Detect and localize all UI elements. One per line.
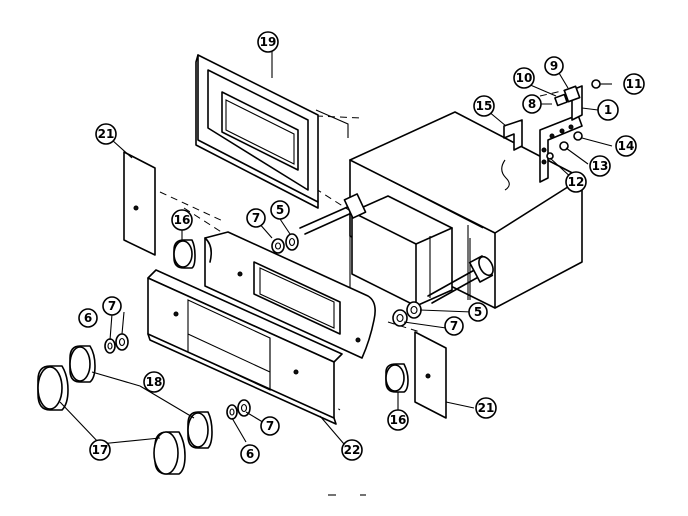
chassis-box	[349, 111, 583, 309]
dial-panel	[204, 231, 376, 359]
knob-part-16-right	[385, 363, 409, 393]
callout-21-left: 21	[95, 123, 117, 145]
svg-text:6: 6	[84, 311, 92, 325]
svg-text:7: 7	[252, 211, 260, 225]
callout-19: 19	[257, 31, 279, 53]
svg-text:21: 21	[478, 401, 495, 415]
svg-text:7: 7	[450, 319, 458, 333]
svg-text:6: 6	[246, 447, 254, 461]
callout-11: 11	[623, 73, 645, 95]
knob-part-17-right	[153, 431, 186, 475]
callout-16-left: 16	[171, 209, 193, 231]
knob-part-16-left	[173, 239, 196, 269]
svg-text:21: 21	[98, 127, 115, 141]
svg-text:16: 16	[390, 413, 407, 427]
bezel-frame-part-19	[195, 54, 349, 209]
knob-part-18-left	[69, 345, 96, 383]
svg-text:14: 14	[618, 139, 635, 153]
callout-6-left: 6	[78, 308, 98, 328]
callout-18: 18	[143, 371, 165, 393]
svg-text:7: 7	[266, 419, 274, 433]
clip-part-15	[503, 119, 523, 151]
front-panel-part-22	[147, 269, 343, 425]
callout-14: 14	[615, 135, 637, 157]
svg-text:1: 1	[604, 103, 612, 117]
svg-text:10: 10	[516, 71, 533, 85]
knob-part-18-right	[187, 411, 213, 449]
callout-7-bottom: 7	[260, 416, 280, 436]
callouts: 19 21 21 16 16 7 7 7 7 5 5 6 6 15 10 9 8…	[78, 31, 645, 464]
svg-text:16: 16	[174, 213, 191, 227]
callout-7-left: 7	[102, 296, 122, 316]
svg-text:19: 19	[260, 35, 277, 49]
svg-text:8: 8	[528, 97, 536, 111]
svg-text:13: 13	[592, 159, 609, 173]
callout-1: 1	[597, 99, 619, 121]
svg-text:17: 17	[92, 443, 109, 457]
callout-7-right: 7	[444, 316, 464, 336]
callout-16-right: 16	[387, 409, 409, 431]
callout-21-right: 21	[475, 397, 497, 419]
control-shafts	[299, 193, 494, 304]
washers-upper	[271, 233, 299, 254]
svg-text:5: 5	[474, 305, 482, 319]
svg-text:5: 5	[276, 203, 284, 217]
callout-17: 17	[89, 439, 111, 461]
washers-left-lower	[104, 333, 129, 354]
svg-text:15: 15	[476, 99, 493, 113]
callout-13: 13	[589, 155, 611, 177]
callout-5-upper: 5	[270, 200, 290, 220]
callout-5-right: 5	[468, 302, 488, 322]
svg-text:11: 11	[626, 77, 643, 91]
svg-text:18: 18	[146, 375, 163, 389]
knob-part-17-left	[37, 365, 69, 411]
callout-6-bottom: 6	[240, 444, 260, 464]
svg-text:12: 12	[568, 175, 585, 189]
callout-12: 12	[565, 171, 587, 193]
callout-10: 10	[513, 67, 535, 89]
callout-7-upper: 7	[246, 208, 266, 228]
washers-bottom	[226, 399, 251, 420]
svg-text:7: 7	[108, 299, 116, 313]
callout-22: 22	[341, 439, 363, 461]
plate-part-21-left	[123, 151, 156, 256]
plate-part-21-right	[414, 331, 447, 419]
washers-right	[392, 301, 422, 327]
callout-9: 9	[544, 56, 564, 76]
callout-15: 15	[473, 95, 495, 117]
svg-text:9: 9	[550, 59, 558, 73]
svg-text:22: 22	[344, 443, 361, 457]
callout-8: 8	[522, 94, 542, 114]
